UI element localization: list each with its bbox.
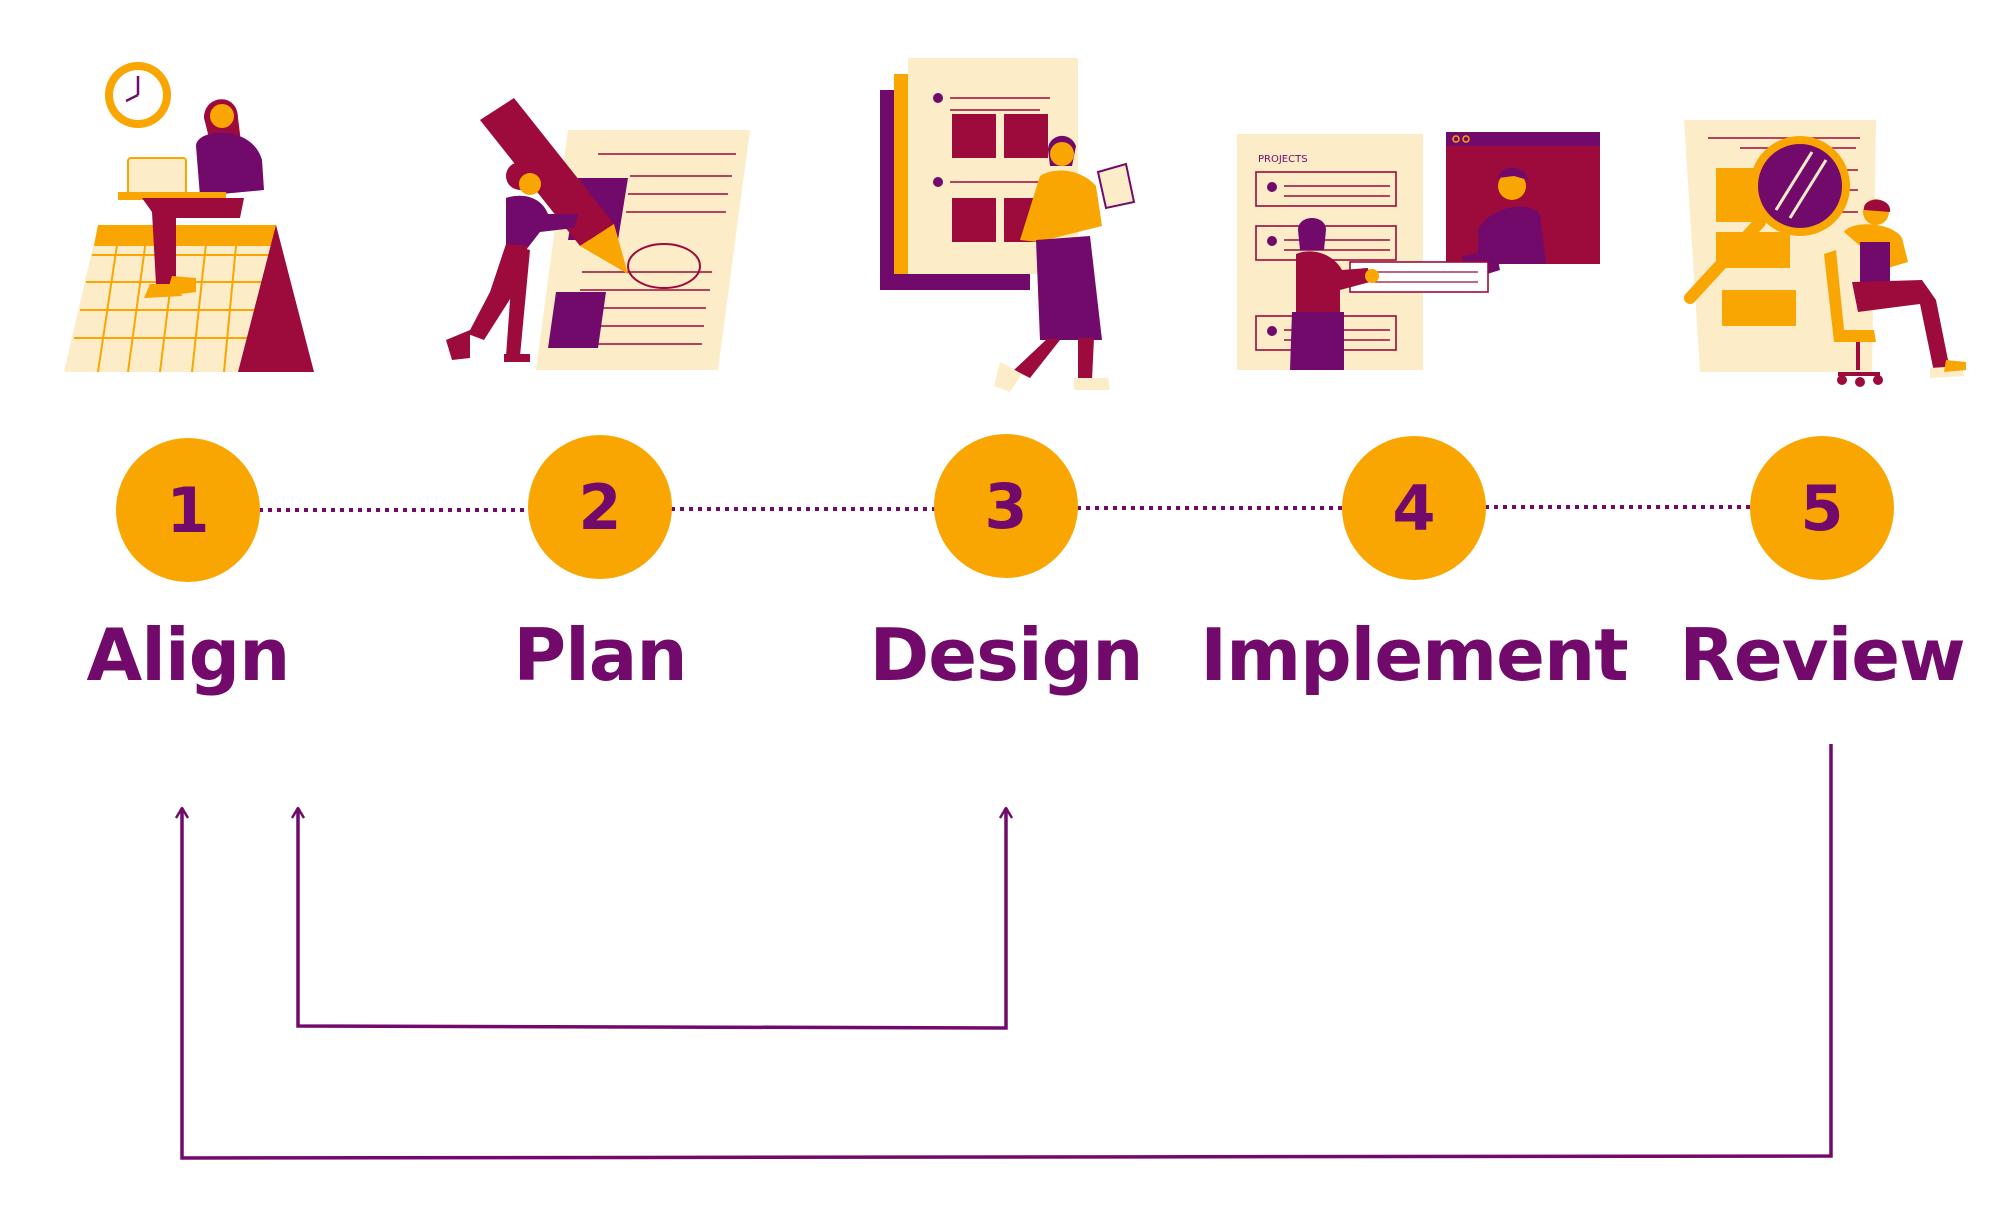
step-3-circle xyxy=(934,434,1078,578)
person-in-chair xyxy=(1824,199,1966,387)
projects-caption: PROJECTS xyxy=(1258,154,1308,165)
step-1: 1 Align xyxy=(87,438,290,697)
step-4-number: 4 xyxy=(1392,472,1435,545)
step-2-circle xyxy=(528,435,672,579)
step-3-number: 3 xyxy=(984,470,1027,543)
step-2-number: 2 xyxy=(578,471,621,544)
step-1-number: 1 xyxy=(166,474,209,547)
step-1-label: Align xyxy=(87,613,290,697)
step-5-circle xyxy=(1750,436,1894,580)
illustration-plan xyxy=(446,98,750,370)
magnifying-glass-icon xyxy=(1684,136,1850,304)
illustration-design xyxy=(880,58,1136,392)
woman-presenting xyxy=(1290,218,1379,370)
step-4-circle xyxy=(1342,436,1486,580)
step-3: 3 Design xyxy=(870,434,1143,697)
illustration-align xyxy=(64,62,314,373)
step-2-label: Plan xyxy=(513,613,686,697)
step-4: 4 Implement xyxy=(1200,436,1629,697)
step-5-label: Review xyxy=(1679,613,1964,697)
timeline-connectors xyxy=(259,505,1750,512)
step-1-circle xyxy=(116,438,260,582)
step-5: 5 Review xyxy=(1679,436,1966,697)
person-carrying-pencil xyxy=(446,162,578,362)
loop-arrow-review-to-align xyxy=(182,744,1833,1160)
feedback-loop-design-to-align xyxy=(298,808,1006,1030)
step-2: 2 Plan xyxy=(513,435,688,697)
illustration-review xyxy=(1684,120,1966,387)
step-4-label: Implement xyxy=(1200,613,1627,697)
document-icon xyxy=(536,130,750,370)
step-3-label: Design xyxy=(870,613,1143,697)
loop-arrow-design-to-align xyxy=(298,808,1006,1030)
clock-icon xyxy=(105,62,171,128)
calendar-icon xyxy=(64,224,314,373)
illustration-implement: PROJECTS xyxy=(1237,132,1600,370)
pencil-icon xyxy=(480,98,628,274)
feedback-loop-review-to-align xyxy=(182,744,1833,1160)
browser-window-icon xyxy=(1446,132,1600,280)
woman-with-laptop xyxy=(118,99,264,298)
woman-with-clipboard xyxy=(994,135,1136,392)
step-5-number: 5 xyxy=(1800,472,1843,545)
